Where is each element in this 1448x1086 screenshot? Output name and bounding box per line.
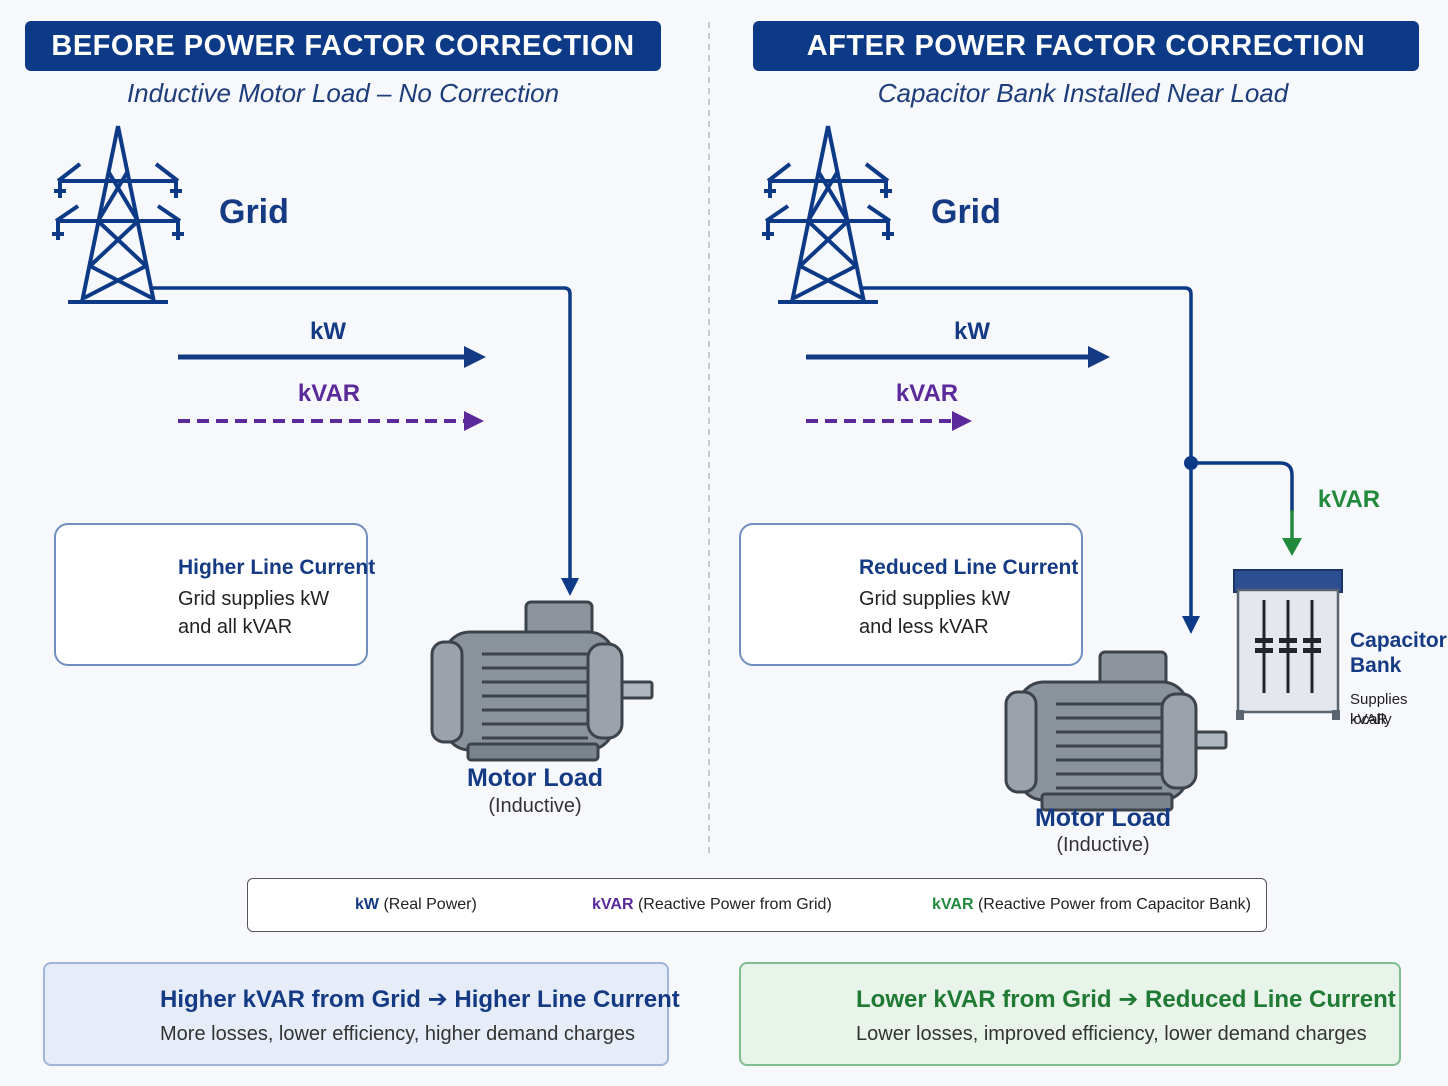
legend-kvar-grid-key: kVAR [592, 896, 634, 913]
right-kw-label: kW [954, 318, 990, 345]
legend-box [247, 878, 1267, 932]
legend-kw-key: kW [355, 896, 379, 913]
left-grid-label: Grid [219, 193, 289, 231]
left-motor-icon [430, 600, 654, 762]
capacitor-bank-sub-1: Supplies kVAR [1350, 691, 1408, 728]
left-motor-sublabel: (Inductive) [488, 795, 582, 817]
right-summary-title: Lower kVAR from Grid ➔ Reduced Line Curr… [856, 986, 1396, 1013]
legend-kvar-cap-desc: (Reactive Power from Capacitor Bank) [977, 896, 1251, 913]
right-feeder-line [862, 286, 1193, 620]
right-banner-text: AFTER POWER FACTOR CORRECTION [806, 29, 1366, 62]
capacitor-bank-label-2: Bank [1350, 654, 1402, 677]
legend-kw-desc: (Real Power) [383, 896, 477, 913]
right-info-line1: Grid supplies kW [859, 588, 1011, 610]
right-summary-box [739, 962, 1401, 1066]
left-kvar-label: kVAR [297, 380, 361, 407]
left-summary-box [43, 962, 669, 1066]
left-summary-text: More losses, lower efficiency, higher de… [160, 1023, 636, 1045]
legend-kvar-grid-desc: (Reactive Power from Grid) [637, 896, 832, 913]
right-kvar-label: kVAR [895, 380, 959, 407]
left-info-title: Higher Line Current [178, 556, 376, 579]
right-info-title: Reduced Line Current [859, 556, 1079, 579]
left-feeder-arrowhead [561, 578, 579, 596]
right-capacitor-branch [1191, 461, 1294, 512]
right-info-line2: and less kVAR [859, 616, 989, 638]
left-summary-title: Higher kVAR from Grid ➔ Higher Line Curr… [160, 986, 680, 1013]
left-kw-arrowhead [464, 346, 486, 368]
right-transmission-tower-icon [760, 124, 896, 304]
right-motor-sublabel: (Inductive) [1056, 834, 1150, 856]
right-info-box [739, 523, 1083, 666]
left-feeder-line [152, 286, 572, 582]
capacitor-kvar-label: kVAR [1317, 486, 1381, 513]
left-subtitle: Inductive Motor Load – No Correction [126, 78, 560, 108]
left-banner-text: BEFORE POWER FACTOR CORRECTION [51, 29, 635, 62]
right-summary-text: Lower losses, improved efficiency, lower… [856, 1023, 1367, 1045]
right-subtitle: Capacitor Bank Installed Near Load [877, 78, 1289, 108]
left-info-line1: Grid supplies kW [178, 588, 330, 610]
right-motor-label: Motor Load [1034, 804, 1172, 832]
capacitor-kvar-arrowhead [1282, 538, 1302, 556]
capacitor-bank-sub-2: locally [1350, 711, 1392, 728]
right-grid-label: Grid [931, 193, 1001, 231]
right-feeder-arrowhead [1182, 616, 1200, 634]
left-kw-label: kW [310, 318, 346, 345]
left-info-box [54, 523, 368, 666]
left-banner: BEFORE POWER FACTOR CORRECTION [25, 21, 661, 71]
legend-kvar-cap-entry: kVAR (Reactive Power from Capacitor Bank… [932, 896, 1251, 914]
legend-kw-entry: kW (Real Power) [355, 896, 477, 914]
right-kw-arrowhead [1088, 346, 1110, 368]
capacitor-bank-label-1: Capacitor [1350, 629, 1447, 652]
legend-kvar-cap-key: kVAR [932, 896, 974, 913]
right-kvar-arrowhead [952, 411, 972, 431]
right-motor-icon [1004, 650, 1228, 812]
left-info-line2: and all kVAR [178, 616, 293, 638]
left-transmission-tower-icon [50, 124, 186, 304]
legend-kvar-grid-entry: kVAR (Reactive Power from Grid) [592, 896, 832, 914]
capacitor-bank-icon [1233, 569, 1343, 720]
left-kvar-arrowhead [464, 411, 484, 431]
right-banner: AFTER POWER FACTOR CORRECTION [753, 21, 1419, 71]
left-motor-label: Motor Load [466, 764, 604, 792]
